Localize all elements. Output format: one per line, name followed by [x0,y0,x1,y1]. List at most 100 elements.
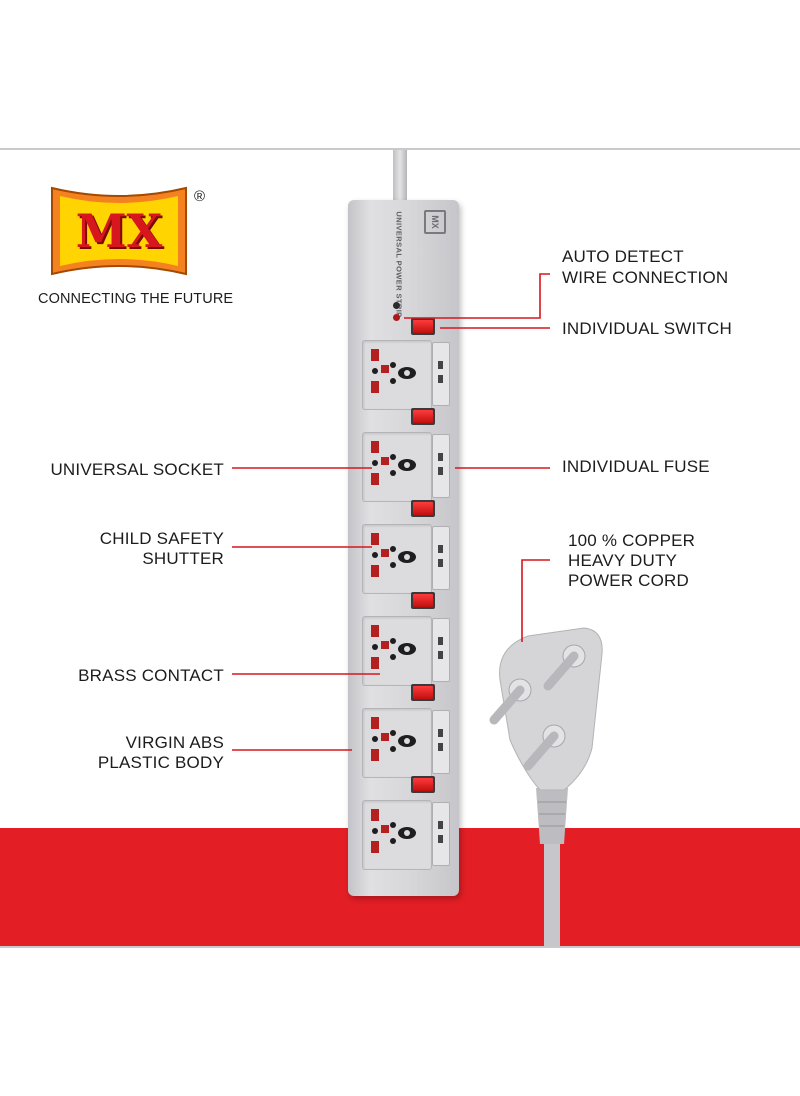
universal-socket[interactable] [362,616,432,686]
universal-socket[interactable] [362,708,432,778]
plug-and-cord [480,540,620,946]
fuse-mark [438,835,443,843]
universal-socket[interactable] [362,432,432,502]
indicator-led-2 [393,314,400,321]
socket-contact [404,738,410,744]
fuse-holder[interactable] [432,802,450,866]
registered-mark: ® [194,188,206,205]
mx-logo: MX [48,182,190,280]
socket-contact [390,362,396,368]
socket-contact [381,733,389,741]
switch-rocker-red [413,594,433,607]
socket-contact [404,830,410,836]
socket-holes [371,533,416,577]
label-universal-socket: UNIVERSAL SOCKET [50,460,224,479]
label-individual-fuse: INDIVIDUAL FUSE [562,457,710,476]
outlet-module [348,684,459,786]
rocker-switch[interactable] [411,592,435,609]
socket-contact [404,370,410,376]
fuse-holder[interactable] [432,618,450,682]
switch-rocker-red [413,778,433,791]
fuse-holder[interactable] [432,434,450,498]
outlet-module [348,408,459,510]
rocker-switch[interactable] [411,776,435,793]
socket-contact [404,462,410,468]
outlet-module [348,776,459,878]
power-strip-body: MX UNIVERSAL POWER STRIP [348,200,459,896]
label-copper-cord-line2: HEAVY DUTY [568,551,678,570]
switch-rocker-red [413,686,433,699]
socket-contact [404,646,410,652]
socket-contact [390,562,396,568]
socket-contact [390,838,396,844]
label-auto-detect-line1: AUTO DETECT [562,247,684,266]
fuse-mark [438,743,443,751]
rocker-switch[interactable] [411,684,435,701]
socket-contact [371,625,379,637]
socket-contact [372,644,378,650]
socket-contact [390,822,396,828]
socket-contact [371,717,379,729]
mx-logo-text: MX [75,204,163,258]
fuse-mark [438,545,443,553]
outlet-module [348,592,459,694]
rocker-switch[interactable] [411,318,435,335]
outlet-module [348,500,459,602]
fuse-mark [438,651,443,659]
socket-contact [371,381,379,393]
fuse-mark [438,637,443,645]
socket-holes [371,625,416,669]
universal-socket[interactable] [362,800,432,870]
socket-contact [381,457,389,465]
socket-contact [390,470,396,476]
universal-socket[interactable] [362,524,432,594]
socket-holes [371,441,416,485]
label-individual-switch: INDIVIDUAL SWITCH [562,319,732,338]
fuse-mark [438,467,443,475]
socket-contact [390,454,396,460]
indicator-led-1 [393,302,400,309]
rocker-switch[interactable] [411,500,435,517]
socket-contact [372,460,378,466]
socket-contact [372,736,378,742]
label-auto-detect-line2: WIRE CONNECTION [562,268,729,287]
fuse-mark [438,559,443,567]
socket-contact [372,368,378,374]
brand-tagline: CONNECTING THE FUTURE [38,291,234,307]
universal-socket[interactable] [362,340,432,410]
switch-rocker-red [413,502,433,515]
socket-contact [371,441,379,453]
label-child-safety-line1: CHILD SAFETY [99,529,224,548]
fuse-mark [438,361,443,369]
socket-contact [371,657,379,669]
socket-contact [372,828,378,834]
label-abs-body-line2: PLASTIC BODY [97,753,224,772]
fuse-holder[interactable] [432,710,450,774]
rocker-switch[interactable] [411,408,435,425]
fuse-mark [438,375,443,383]
socket-contact [371,749,379,761]
socket-contact [371,533,379,545]
socket-contact [390,378,396,384]
product-frame: MX ® CONNECTING THE FUTURE MX UNIVERSAL … [0,148,800,948]
socket-contact [371,841,379,853]
socket-contact [390,730,396,736]
socket-contact [390,746,396,752]
label-abs-body-line1: VIRGIN ABS [125,733,224,752]
socket-holes [371,809,416,853]
socket-contact [404,554,410,560]
socket-contact [381,549,389,557]
top-cord [393,150,407,202]
socket-contact [371,473,379,485]
switch-rocker-red [413,320,433,333]
fuse-holder[interactable] [432,342,450,406]
socket-contact [390,638,396,644]
label-child-safety-line2: SHUTTER [142,549,224,568]
fuse-holder[interactable] [432,526,450,590]
socket-contact [371,349,379,361]
socket-contact [390,546,396,552]
label-brass-contact: BRASS CONTACT [78,666,224,685]
fuse-mark [438,453,443,461]
label-copper-cord-line3: POWER CORD [568,571,689,590]
socket-contact [371,565,379,577]
